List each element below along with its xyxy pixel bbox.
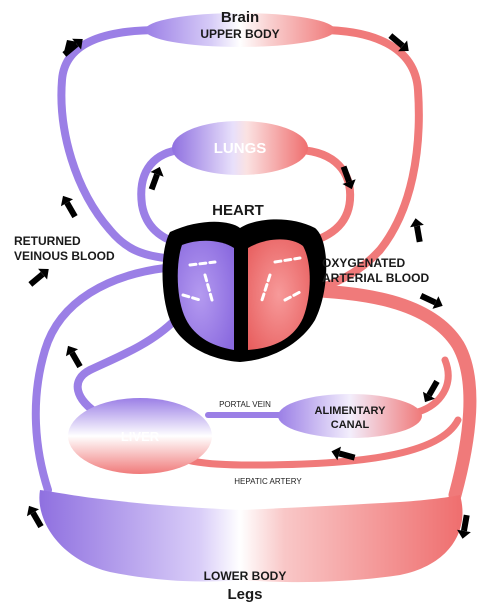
arrow-icon xyxy=(62,342,86,370)
heart xyxy=(163,219,327,362)
label-oxygenated-arterial-blood-line1: OXYGENATED xyxy=(322,256,405,270)
heart-septum xyxy=(234,238,248,356)
arrow-icon xyxy=(26,264,53,290)
label-returned-venous-blood-line1: RETURNED xyxy=(14,234,81,248)
label-lower-body: LOWER BODY xyxy=(204,569,287,583)
arrow-icon xyxy=(409,217,427,243)
label-upper-body: UPPER BODY xyxy=(200,27,279,41)
label-returned-venous-blood-line2: VEINOUS BLOOD xyxy=(14,249,115,263)
label-hepatic-artery: HEPATIC ARTERY xyxy=(234,477,302,486)
label-alimentary-canal-line2: CANAL xyxy=(331,419,370,431)
label-lungs: LUNGS xyxy=(214,140,267,157)
label-brain: Brain xyxy=(221,9,259,26)
arrow-icon xyxy=(57,192,81,220)
label-alimentary-canal-line1: ALIMENTARY xyxy=(315,405,387,417)
label-legs: Legs xyxy=(227,586,262,603)
lower-body-capillary-left xyxy=(39,490,240,581)
label-oxygenated-arterial-blood-line2: ARTERIAL BLOOD xyxy=(322,271,429,285)
label-portal-vein: PORTAL VEIN xyxy=(219,400,271,409)
label-liver: LIVER xyxy=(121,429,160,444)
label-heart: HEART xyxy=(212,202,264,219)
